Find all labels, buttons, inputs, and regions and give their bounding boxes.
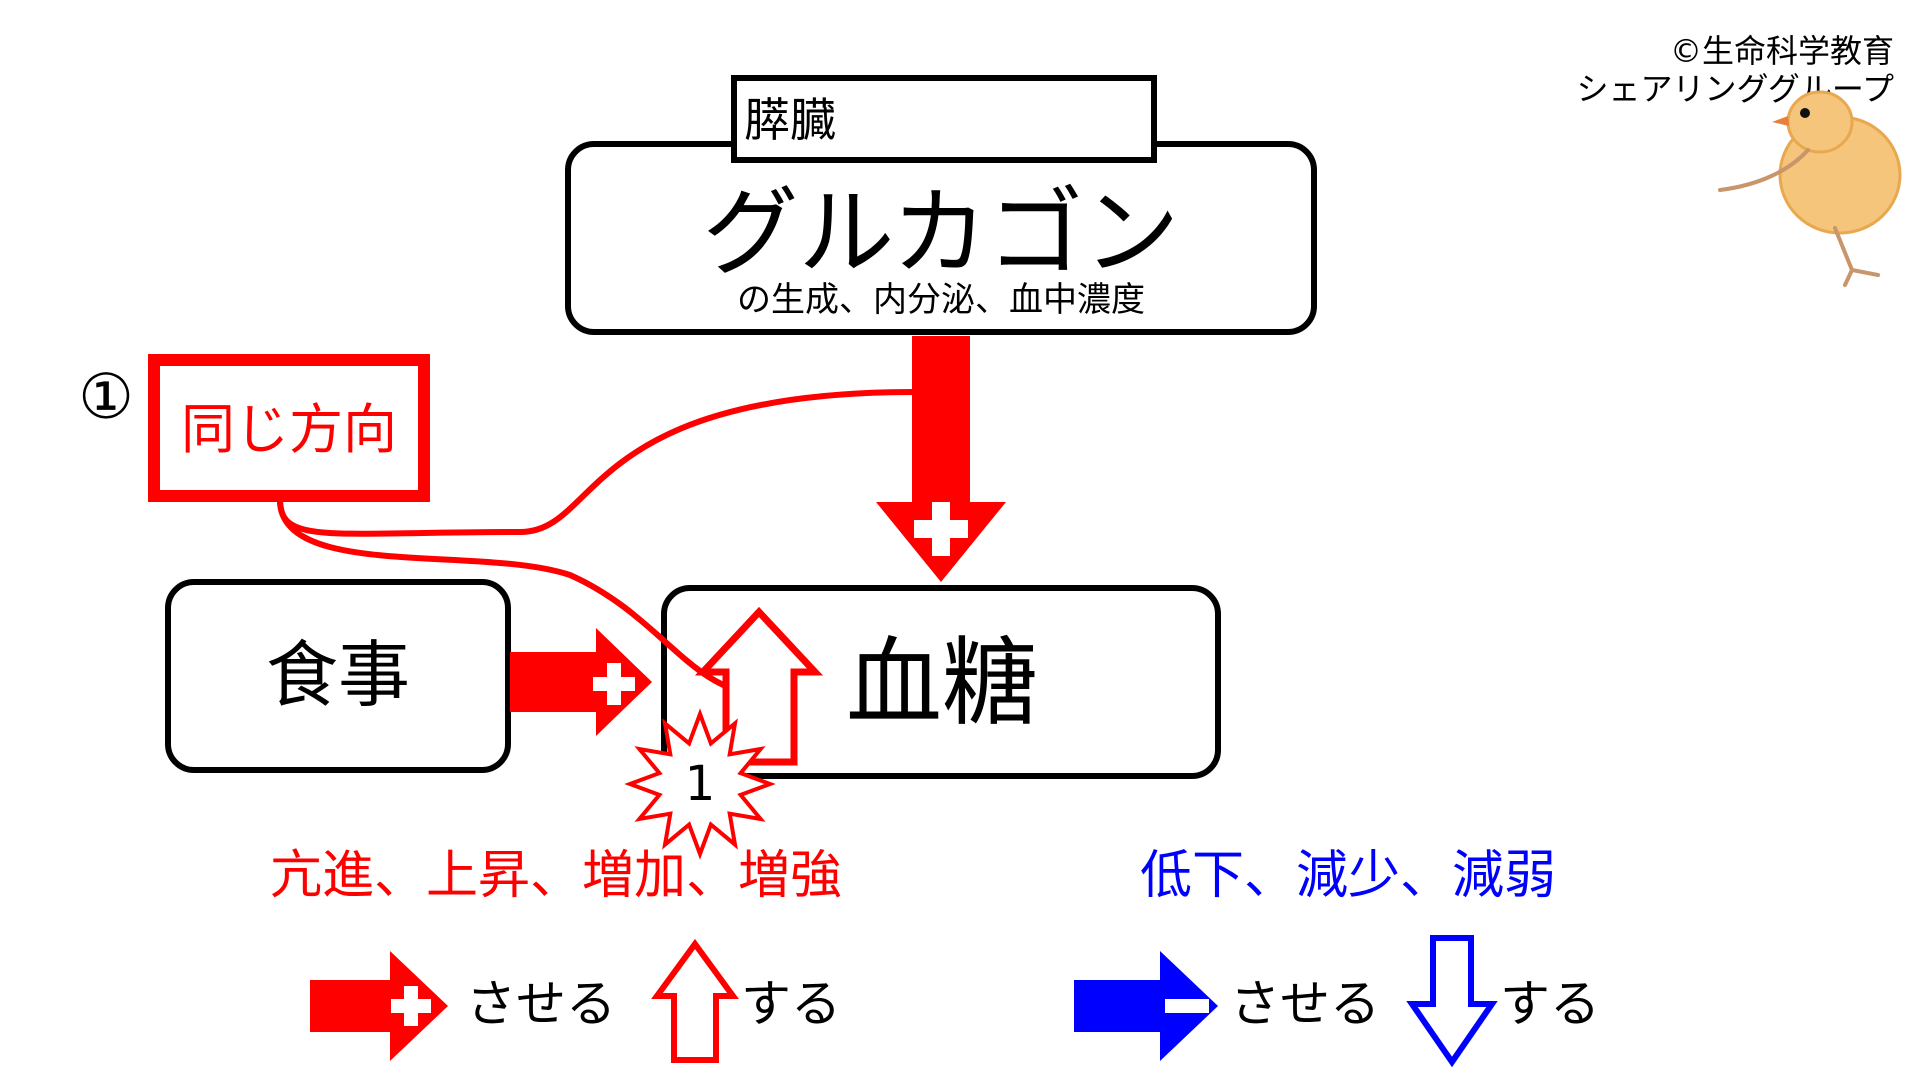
- blood-sugar-box: [661, 585, 1221, 779]
- minus-icon: [1165, 999, 1209, 1013]
- plus-icon: [593, 663, 635, 705]
- plus-icon: [914, 502, 968, 556]
- legend-red-plus-arrow: [310, 951, 448, 1061]
- relation-link-to-glucagon-arrow: [277, 389, 916, 537]
- decrease-terms: 低下、減少、減弱: [1140, 846, 1556, 906]
- glucagon-subtitle: の生成、内分泌、血中濃度: [737, 280, 1145, 320]
- relation-box: [148, 354, 430, 502]
- copyright-line-2: シェアリンググループ: [1577, 70, 1894, 108]
- meal-label: 食事: [266, 633, 410, 717]
- plus-icon: [391, 986, 431, 1026]
- legend-increase-self-label: する: [741, 975, 841, 1033]
- legend-blue-minus-arrow: [1074, 951, 1218, 1061]
- relation-label: 同じ方向: [181, 398, 397, 461]
- meal-to-blood-sugar-plus-arrow: [510, 628, 652, 736]
- glucagon-title: グルカゴン: [702, 177, 1179, 289]
- legend-decrease-self-label: する: [1500, 975, 1600, 1033]
- badge-number: 1: [685, 756, 716, 812]
- increase-terms: 亢進、上昇、増加、増強: [270, 846, 842, 906]
- relation-link-to-blood-sugar-up-arrow: [277, 499, 759, 697]
- meal-box: [165, 579, 511, 773]
- copyright-line-1: ©生命科学教育: [1670, 32, 1894, 70]
- legend-decrease-cause-label: させる: [1230, 975, 1380, 1033]
- relation-marker: ①: [78, 360, 134, 433]
- pancreas-label-box: [731, 75, 1157, 163]
- blood-sugar-label: 血糖: [846, 627, 1038, 739]
- chick-mascot-icon: [1718, 90, 1902, 287]
- legend-blue-down-arrow: [1406, 935, 1498, 1068]
- legend-red-up-arrow: [651, 938, 739, 1063]
- pancreas-label: 膵臓: [744, 93, 836, 147]
- glucagon-to-blood-sugar-plus-arrow: [876, 336, 1006, 582]
- legend-increase-cause-label: させる: [466, 975, 616, 1033]
- starburst-badge: 1: [624, 708, 776, 860]
